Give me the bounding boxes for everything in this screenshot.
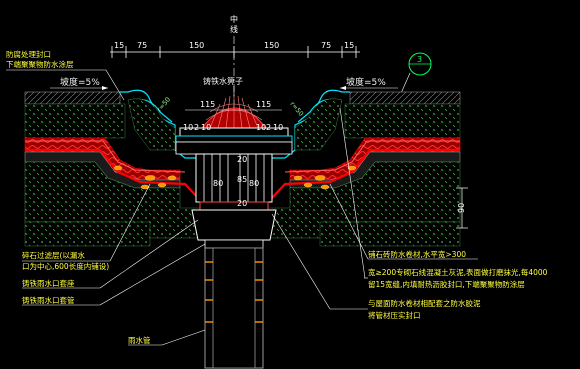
dim-80-right: 80 [249, 179, 259, 188]
right-notes: 铺石砖防水卷材,水平宽>300 宽≥200专砌石线混凝土灰泥,表面做打磨抹光,每… [271, 107, 548, 320]
drain-pipe-label: 雨水管 [128, 335, 151, 345]
slope-right: 坡度=5% [346, 76, 386, 88]
dim-115-left: 115 [200, 100, 215, 109]
dim-10-left-b: 10 [201, 123, 211, 132]
right-note-concrete-1: 宽≥200专砌石线混凝土灰泥,表面做打磨抹光,每4000 [368, 267, 548, 277]
left-note-socket-sleeve: 铸铁雨水口套管 [22, 295, 75, 305]
collar-fill-right [294, 98, 343, 151]
radius-left: r=50 [155, 96, 172, 114]
dim-115-right: 115 [256, 100, 271, 109]
dim-90-right: 90 [456, 187, 468, 229]
right-note-concrete-2: 留15宽缝,内填耐热沥胶封口,下端聚聚物防涂层 [368, 279, 525, 289]
left-top-note-line-1: 防腐处理封口 [6, 49, 51, 59]
inner-dimensions: 115 115 10 2 10 10 2 10 20 80 85 80 20 [183, 100, 283, 208]
centerline-label-2: 线 [230, 24, 238, 34]
right-note-seal-pipe: 将管材压实封口 [368, 310, 421, 320]
left-top-note: 防腐处理封口 下端聚聚物防水涂层 [6, 49, 125, 101]
waterproof-membrane [25, 148, 460, 201]
dim-85: 85 [237, 175, 247, 184]
surface-layers [24, 91, 461, 247]
collar-fill-left [127, 98, 176, 151]
dim-10-left-a: 10 [183, 123, 193, 132]
cap-label: 铸铁水箅子 [203, 76, 243, 86]
left-note-gravel-1: 碎石过滤层(以漏水 [22, 250, 85, 260]
dim-150-right: 150 [264, 41, 279, 50]
right-note-sealant: 与屋面防水卷材相配套之防水胶泥 [368, 298, 481, 308]
left-top-note-line-2: 下端聚聚物防水涂层 [6, 59, 74, 69]
membrane-secondary [25, 140, 460, 173]
dim-75-left: 75 [137, 41, 147, 50]
downpipe [204, 247, 264, 369]
slope-left: 坡度=5% [60, 76, 100, 88]
drain-body [175, 95, 293, 249]
dim-75-right: 75 [321, 41, 331, 50]
left-notes: 碎石过滤层(以漏水 口为中心,600长度内铺设) 铸铁雨水口套座 铸铁雨水口套管 [22, 183, 206, 306]
dim-20-bottom: 20 [237, 199, 247, 208]
centerline-label-1: 中 [230, 14, 238, 24]
dim-20-top: 20 [237, 155, 247, 164]
dim-10-right-b: 10 [273, 123, 283, 132]
dim-15-right: 15 [344, 41, 354, 50]
svg-text:90: 90 [457, 203, 466, 213]
dim-2-right: 2 [266, 123, 271, 132]
dim-10-right-a: 10 [256, 123, 266, 132]
left-note-gravel-2: 口为中心,600长度内铺设) [22, 261, 109, 271]
radius-right: r=50 [288, 100, 305, 118]
right-note-membrane: 铺石砖防水卷材,水平宽>300 [368, 249, 466, 259]
gravel-filter [113, 165, 357, 190]
dim-150-left: 150 [189, 41, 204, 50]
left-note-socket-seat: 铸铁雨水口套座 [22, 278, 75, 288]
dim-15-left: 15 [114, 41, 124, 50]
dim-80-left: 80 [213, 179, 223, 188]
top-dimension-chain: 15 75 150 150 75 15 [110, 41, 360, 58]
dim-2-left: 2 [194, 123, 199, 132]
detail-marker-number: 3 [417, 55, 422, 64]
